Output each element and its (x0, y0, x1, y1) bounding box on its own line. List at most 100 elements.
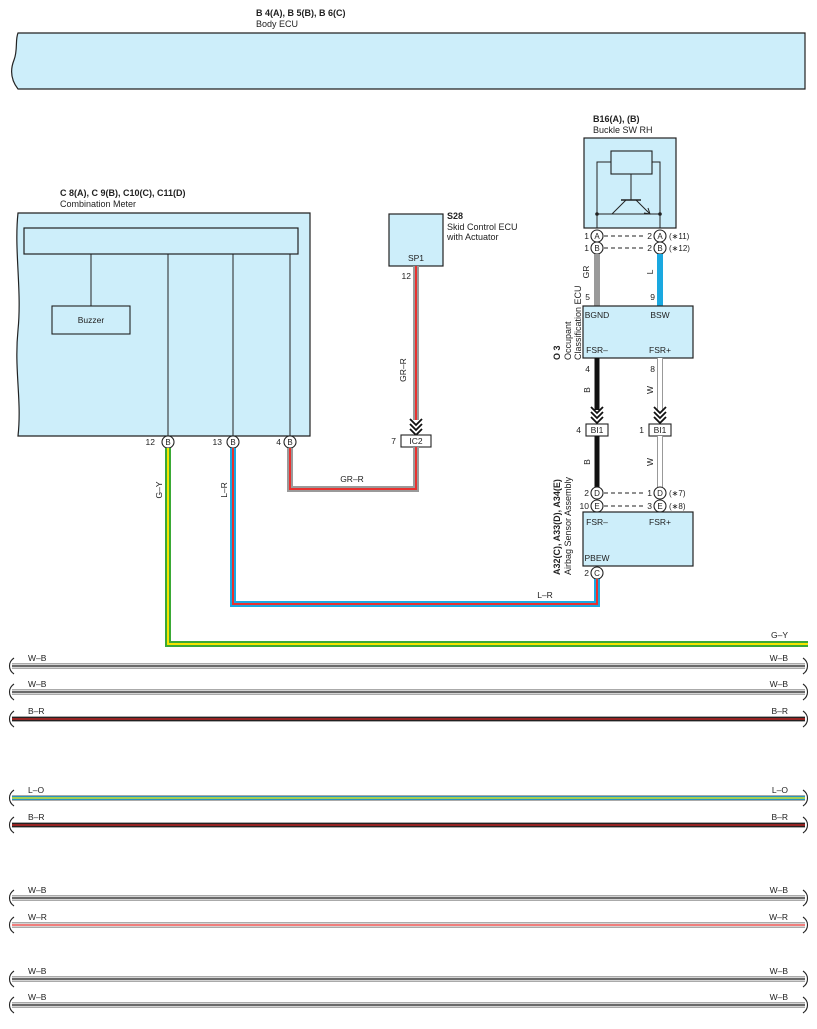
ic2-label: IC2 (409, 436, 423, 446)
bus-break-left (8, 816, 15, 834)
bus-line-label-left: B–R (28, 812, 45, 822)
bus-break-right (802, 710, 809, 728)
bi1-right-chevron-3 (653, 416, 667, 425)
bus-line-label-right: W–B (770, 653, 789, 663)
wire-label-b-lower-group: B (582, 459, 592, 465)
buckle-code: B16(A), (B) (593, 114, 640, 124)
bus-break-left (8, 710, 15, 728)
bus-line: L–O L–O (8, 785, 809, 807)
wire-label-l-r-left: L–R (219, 482, 229, 498)
bus-break-right (802, 889, 809, 907)
occupant-pin-9: 9 (650, 292, 655, 302)
airbag-r1-note: (∗7) (669, 489, 686, 498)
buckle-r2-left-pin: 1 (584, 243, 589, 253)
airbag-terminal-c-conn: C (594, 569, 600, 578)
meter-terminal-12-conn: B (165, 438, 170, 447)
airbag-r1-left-pin: 2 (584, 488, 589, 498)
occupant-pin-4: 4 (585, 364, 590, 374)
meter-pin-13: 13 (213, 437, 223, 447)
occupant-ecu-box (582, 305, 694, 359)
airbag-name: Airbag Sensor Assembly (563, 476, 573, 575)
connector-bi1-right: 1 BI1 (639, 423, 672, 437)
occupant-t-bsw: BSW (650, 310, 669, 320)
bus-break-right (802, 789, 809, 807)
bus-break-right (802, 657, 809, 675)
ic2-chevron-1 (409, 418, 423, 427)
meter-pin-4: 4 (276, 437, 281, 447)
skid-ecu-name-1: Skid Control ECU (447, 222, 518, 232)
bus-break-left (8, 683, 15, 701)
bus-line-label-right: L–O (772, 785, 788, 795)
airbag-r2-right-conn: E (657, 502, 662, 511)
bus-break-right (802, 916, 809, 934)
occupant-labels-group: O 3 Occupant Classification ECU (552, 285, 583, 360)
occupant-name-2: Classification ECU (573, 285, 583, 360)
bus-break-left (8, 789, 15, 807)
buckle-r2-right-conn: B (657, 244, 662, 253)
airbag-r2-left-pin: 10 (580, 501, 590, 511)
bi1-left-chevron-3 (590, 416, 604, 425)
wire-gr-r-meter-stripe (289, 447, 417, 490)
bi1-left-chevron-2 (590, 411, 604, 420)
meter-terminal-4-conn: B (287, 438, 292, 447)
wire-g-y: G–Y G–Y (154, 448, 808, 647)
bus-line-label-right: W–B (770, 885, 789, 895)
bus-break-right (802, 683, 809, 701)
bus-break-left (8, 996, 15, 1014)
bi1-left-pin: 4 (576, 425, 581, 435)
skid-ecu-code: S28 (447, 211, 463, 221)
connector-bi1-left: 4 BI1 (576, 423, 609, 437)
wire-label-g-y-left: G–Y (154, 481, 164, 498)
buckle-r1-right-conn: A (657, 232, 663, 241)
wire-label-l-group: L (645, 269, 655, 274)
airbag-t-fsr-plus: FSR+ (649, 517, 671, 527)
bus-line-label-left: L–O (28, 785, 44, 795)
bus-break-left (8, 970, 15, 988)
occupant-classification-ecu: 5 9 BGND BSW FSR– FSR+ 4 8 O 3 Occupant … (552, 285, 694, 374)
bus-break-right (802, 996, 809, 1014)
buzzer-box (51, 305, 131, 335)
airbag-t-pbew: PBEW (584, 553, 609, 563)
bi1-left-chevron-1 (590, 406, 604, 415)
wire-label-b-lower: B (582, 459, 592, 465)
skid-ecu-terminal: SP1 (408, 253, 424, 263)
wire-label-l-r-left-group: L–R (219, 482, 229, 498)
bus-line-label-right: B–R (771, 812, 788, 822)
airbag-terminal-row-2: 10 E 3 E (∗8) (580, 499, 686, 513)
buckle-terminal-row-2: 1 B 2 B (∗12) (584, 241, 690, 255)
wire-label-gr-group: GR (581, 266, 591, 279)
airbag-sensor-assembly: FSR– FSR+ PBEW 2 C A32(C), A33(D), A34(E… (552, 476, 694, 580)
buckle-r2-note: (∗12) (669, 244, 690, 253)
meter-box (16, 212, 311, 437)
occupant-name-1: Occupant (563, 321, 573, 360)
wire-label-g-y-left-group: G–Y (154, 481, 164, 498)
ic2-pin: 7 (391, 436, 396, 446)
bus-line-label-left: W–B (28, 885, 47, 895)
bus-line: B–R B–R (8, 812, 809, 834)
airbag-r1-left-terminal (590, 486, 604, 500)
airbag-r2-note: (∗8) (669, 502, 686, 511)
meter-code: C 8(A), C 9(B), C10(C), C11(D) (60, 188, 186, 198)
wire-g-y-stripe (167, 448, 808, 645)
bus-line: W–B W–B (8, 885, 809, 907)
combination-meter: C 8(A), C 9(B), C10(C), C11(D) Combinati… (16, 188, 311, 449)
bus-line-label-left: W–B (28, 679, 47, 689)
airbag-r1-right-pin: 1 (647, 488, 652, 498)
occupant-pin-8: 8 (650, 364, 655, 374)
airbag-r2-right-pin: 3 (647, 501, 652, 511)
buckle-r1-left-conn: A (594, 232, 600, 241)
occupant-t-fsr-minus: FSR– (586, 345, 608, 355)
buckle-r1-note: (∗11) (669, 232, 690, 241)
wire-label-w-lower-group: W (645, 458, 655, 466)
wire-label-gr-r-vertical: GR–R (398, 358, 408, 382)
wire-label-g-y-right: G–Y (771, 630, 788, 640)
meter-internal-bus (23, 227, 299, 255)
bus-line-label-left: W–R (28, 912, 47, 922)
buckle-r2-right-pin: 2 (647, 243, 652, 253)
buckle-r1-right-pin: 2 (647, 231, 652, 241)
